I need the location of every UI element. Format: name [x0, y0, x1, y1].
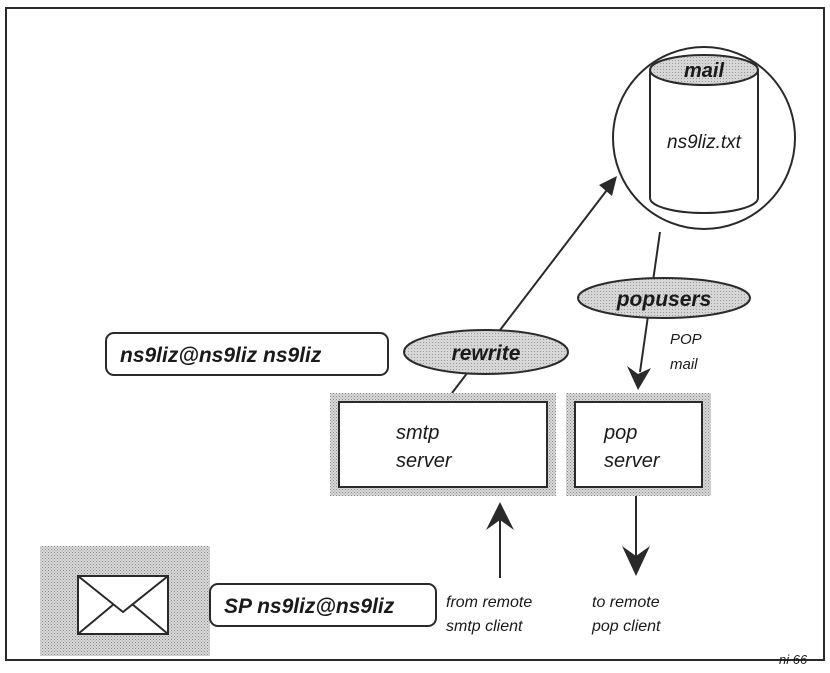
- envelope-icon: [40, 546, 210, 656]
- cylinder-top: [649, 54, 759, 86]
- smtp-server-box: smtp server: [330, 393, 556, 496]
- pop-mail-label-2: mail: [670, 356, 698, 373]
- arrow-pop-to-remote: [622, 496, 650, 576]
- pop-label-2: server: [604, 450, 661, 472]
- to-remote-label-2: pop client: [591, 618, 661, 635]
- popusers-label: popusers: [616, 288, 712, 311]
- smtp-label-2: server: [396, 450, 453, 472]
- page-reference: ni 66: [779, 652, 808, 667]
- from-remote-label-1: from remote: [446, 594, 532, 611]
- sp-label: SP ns9liz@ns9liz: [224, 595, 395, 618]
- rewrite-label: rewrite: [452, 342, 521, 365]
- database-title: mail: [684, 60, 724, 82]
- rewrite-oval: rewrite: [403, 329, 569, 375]
- smtp-label-1: smtp: [396, 422, 439, 444]
- arrow-remote-to-smtp: [486, 502, 514, 578]
- outer-frame: [5, 7, 825, 661]
- sp-box: SP ns9liz@ns9liz: [209, 583, 437, 627]
- mail-database: mail ns9liz.txt: [612, 46, 796, 230]
- database-file: ns9liz.txt: [667, 132, 742, 153]
- cylinder-body: [649, 70, 759, 214]
- from-remote-label-2: smtp client: [446, 618, 523, 635]
- alias-box: ns9liz@ns9liz ns9liz: [105, 332, 389, 376]
- pop-mail-label-1: POP: [670, 331, 702, 348]
- popusers-oval: popusers: [577, 277, 751, 319]
- pop-label-1: pop: [603, 422, 637, 444]
- to-remote-label-1: to remote: [592, 594, 660, 611]
- pop-server-box: pop server: [566, 393, 711, 496]
- alias-label: ns9liz@ns9liz ns9liz: [120, 344, 322, 367]
